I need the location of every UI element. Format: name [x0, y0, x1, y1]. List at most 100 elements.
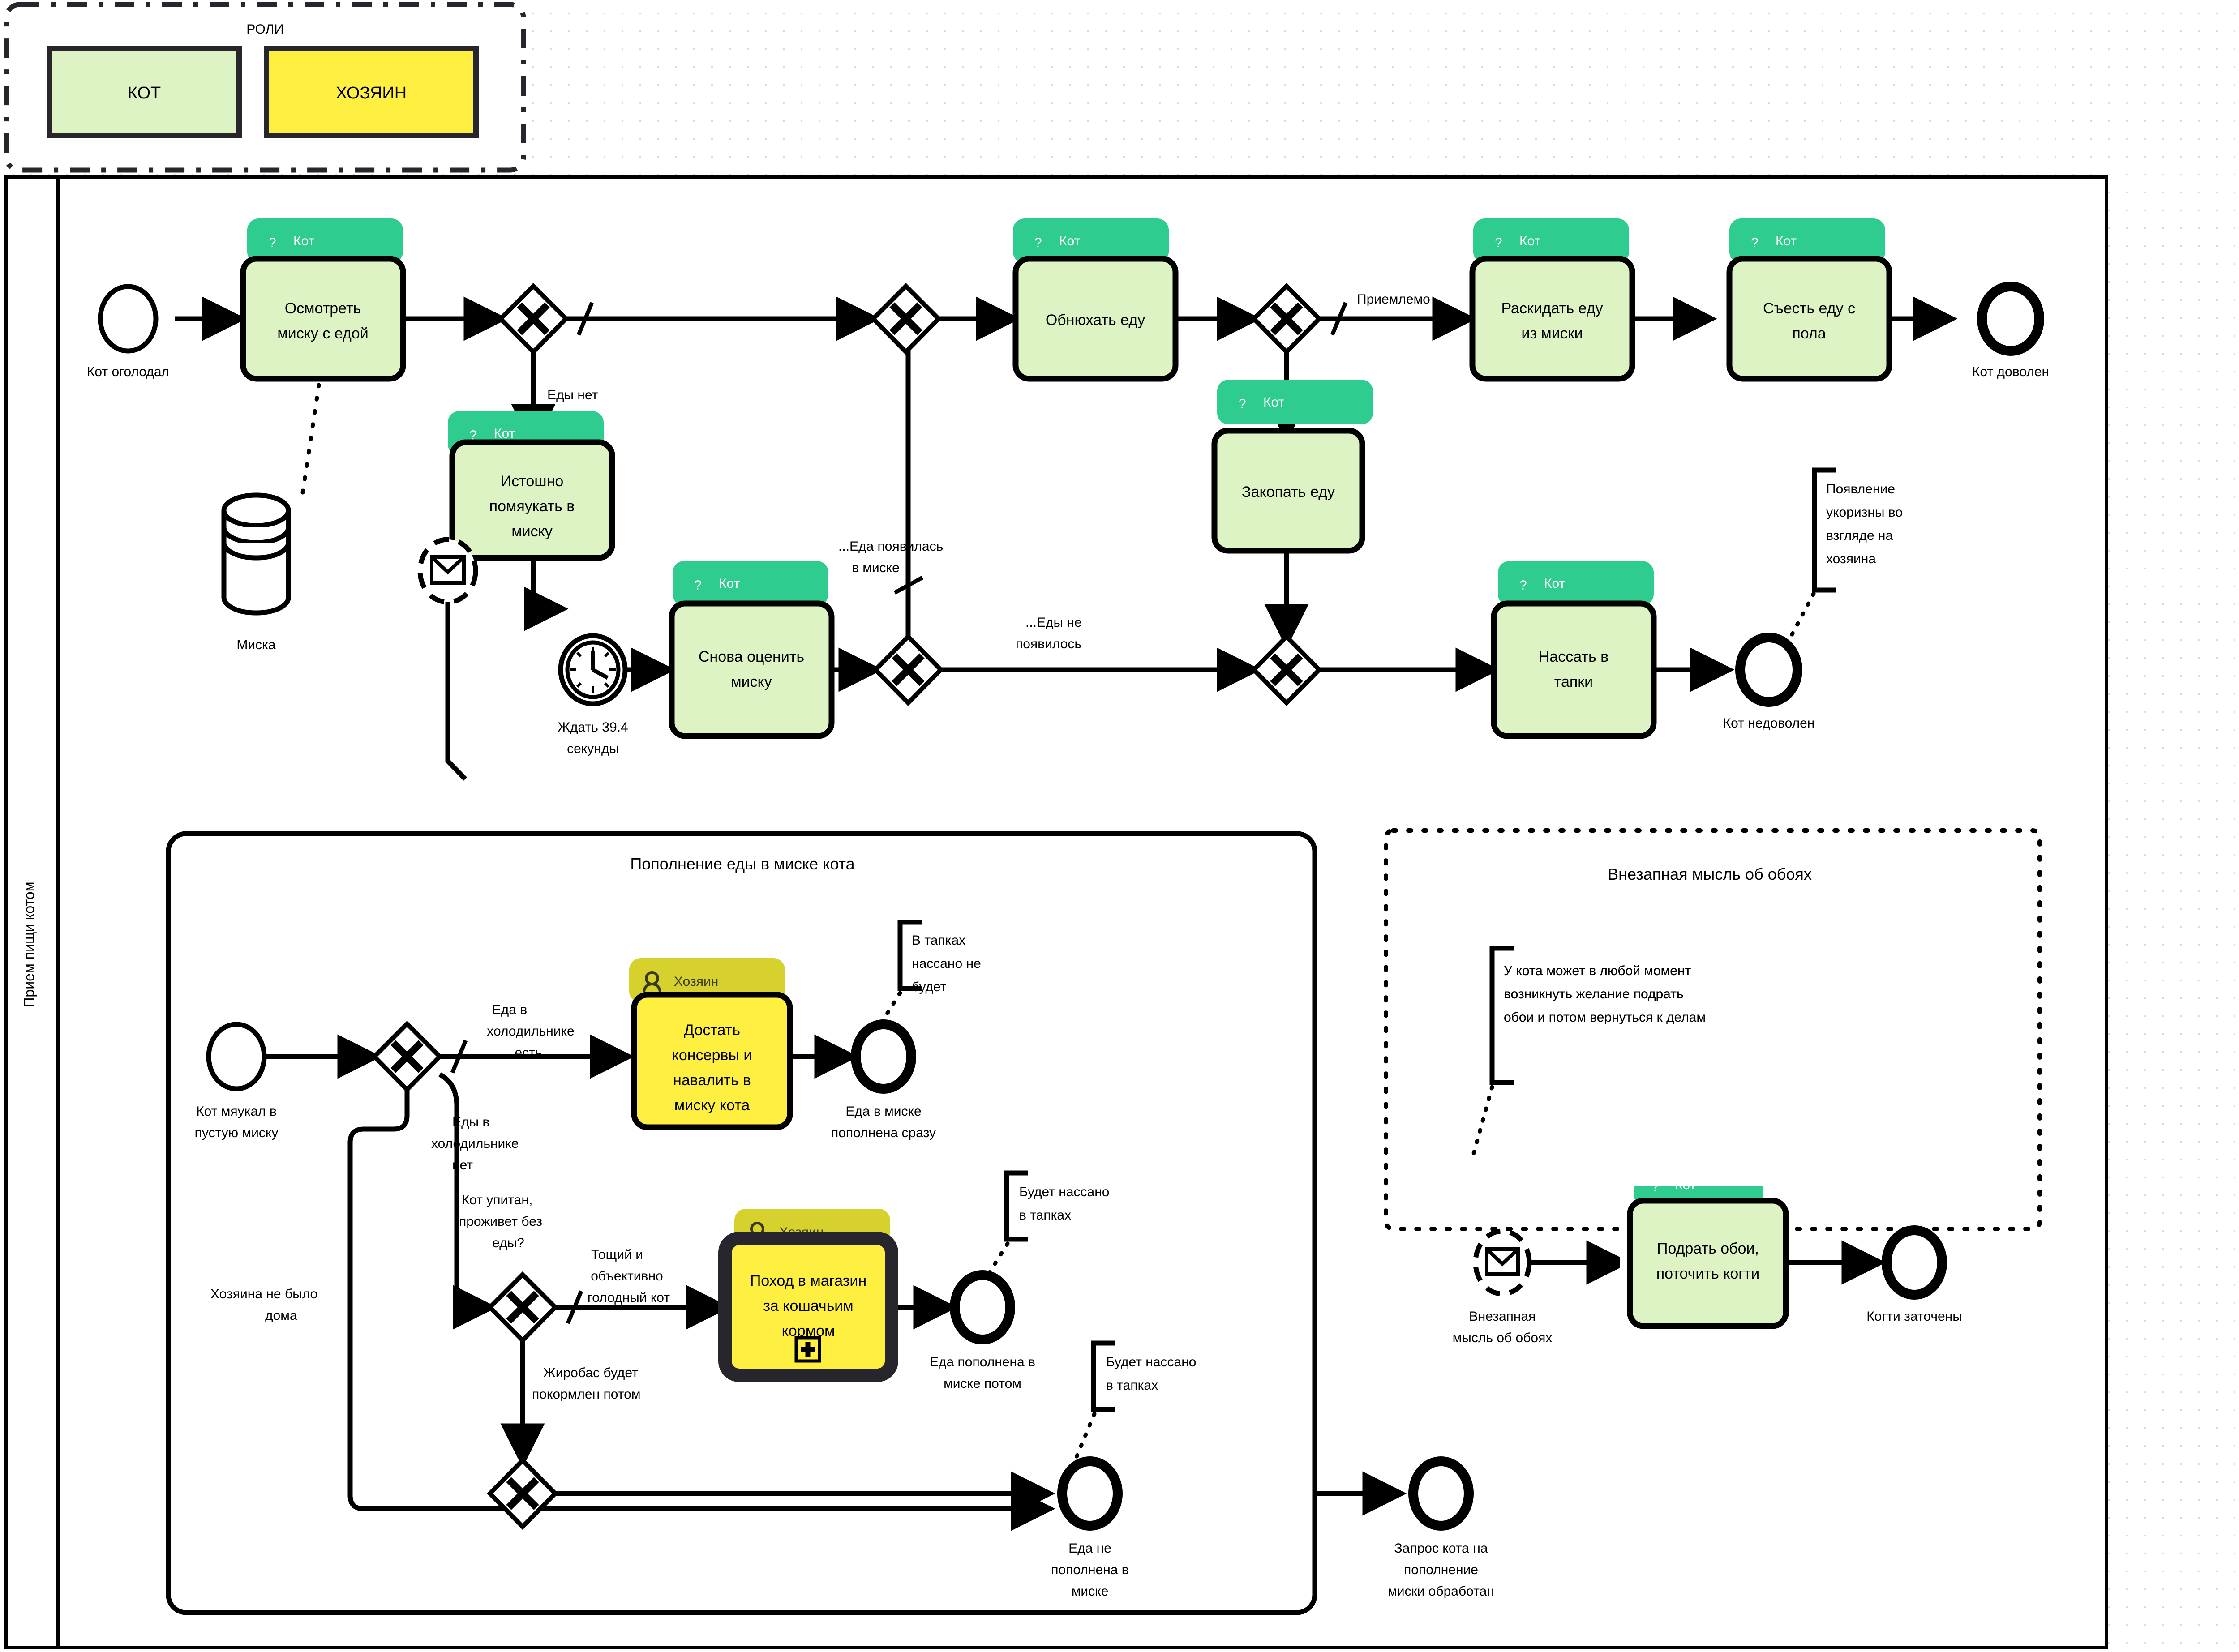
task-label-line2: помяукать в	[489, 498, 575, 515]
gateway-food-appeared[interactable]	[872, 633, 944, 706]
role-badge-owner	[629, 958, 785, 1003]
task-sniff-food[interactable]: ? Кот Обнюхать еду	[1012, 218, 1179, 382]
task-box[interactable]	[1627, 1198, 1789, 1329]
annotation-bracket	[1489, 946, 1514, 1085]
task-box[interactable]	[1211, 428, 1365, 554]
role-badge-label: Кот	[293, 234, 315, 248]
task-label-line1: Истошно	[501, 473, 564, 490]
gateway-food-present[interactable]	[497, 282, 570, 355]
wallpaper-end-event: Когти заточены	[1866, 1225, 1962, 1324]
wallpaper-start-event[interactable]: Внезапная мысль об обоях	[1453, 1228, 1553, 1345]
role-badge-icon-question: ?	[1239, 397, 1246, 411]
end-event-cat-unhappy: Кот недоволен	[1723, 633, 1814, 731]
sub-start-label-line1: Кот мяукал в	[196, 1104, 277, 1119]
task-eat-from-floor[interactable]: ? Кот Съесть еду с пола	[1726, 218, 1892, 382]
sub-end-event-refilled-now: Еда в миске пополнена сразу	[831, 1019, 936, 1140]
role-badge-icon-question: ?	[1751, 235, 1759, 250]
default-tick-sub-gw1	[450, 1040, 468, 1074]
annotation-line2: в тапках	[1106, 1378, 1158, 1393]
subprocess-task-box[interactable]	[718, 1232, 898, 1382]
flow-label-line1: ...Еды не	[1025, 615, 1082, 630]
task-box[interactable]	[1726, 256, 1892, 382]
annotation-will-pee-2: Будет нассано в тапках	[1072, 1340, 1197, 1464]
annotation-line2: в тапках	[1019, 1208, 1071, 1223]
start-event-cat-hungry: Кот оголодал	[87, 284, 169, 379]
default-tick-gw1	[576, 302, 594, 336]
task-bury-food[interactable]: ? Кот Закопать еду	[1211, 380, 1373, 554]
task-label-line1: Подрать обои,	[1657, 1240, 1759, 1257]
task-shopping-trip[interactable]: Хозяин Поход в магазин за кошачьим кормо…	[718, 1209, 898, 1382]
label-line1: Жиробас будет	[543, 1365, 638, 1380]
flow-label-line2: появилось	[1016, 637, 1081, 651]
data-store-bowl: Миска	[221, 383, 321, 652]
wallpaper-annotation-line1: У кота может в любой момент	[1504, 963, 1691, 978]
task-inspect-bowl[interactable]: ? Кот Осмотреть миску с едой	[240, 218, 406, 382]
annotation-line2: укоризны во	[1826, 505, 1903, 520]
timer-event-wait[interactable]: Ждать 39.4 секунды	[558, 633, 628, 756]
end-event-label: Кот доволен	[1972, 364, 2049, 379]
task-box[interactable]	[449, 439, 615, 561]
annotation-bracket	[897, 920, 922, 991]
label-line2: покормлен потом	[532, 1387, 640, 1402]
end-label-line2: пополнена в	[1051, 1562, 1128, 1577]
end-label-line1: Еда пополнена в	[930, 1355, 1035, 1370]
task-pee-in-slippers[interactable]: ? Кот Нассать в тапки	[1491, 561, 1657, 739]
task-reassess-bowl[interactable]: ? Кот Снова оценить миску	[669, 561, 835, 739]
gateway-taste[interactable]	[1250, 282, 1323, 355]
flow-label-line1: ...Еда появилась	[838, 539, 943, 554]
task-box[interactable]	[1012, 256, 1179, 382]
flow-meow-to-timer	[524, 557, 569, 631]
role-badge-cat	[1473, 218, 1629, 263]
role-badge-cat	[247, 218, 403, 263]
role-label-owner: ХОЗЯИН	[336, 84, 407, 103]
task-label-line2: из миски	[1521, 325, 1583, 342]
label-line1: Хозяина не было	[210, 1287, 317, 1301]
task-box[interactable]	[631, 992, 793, 1130]
wallpaper-annotation-line2: возникнуть желание подрать	[1504, 987, 1684, 1001]
flow-label-no-food: Еды нет	[547, 388, 598, 402]
task-box[interactable]	[240, 256, 406, 382]
gateway-merge-pee[interactable]	[1250, 633, 1323, 706]
label-line1: Еды в	[452, 1115, 489, 1130]
gateway-merge-not-refilled[interactable]	[486, 1457, 559, 1530]
task-label: Обнюхать еду	[1046, 312, 1145, 329]
task-label-line1: Поход в магазин	[750, 1272, 866, 1289]
annotation-bracket	[1004, 1170, 1028, 1242]
flow-owner-absent-path	[347, 1090, 1055, 1531]
task-label-line3: навалить в	[673, 1072, 751, 1089]
boundary-message-event[interactable]	[417, 537, 478, 605]
task-box[interactable]	[669, 600, 835, 739]
role-badge-icon-question: ?	[694, 578, 702, 593]
task-box[interactable]	[1469, 256, 1635, 382]
gateway-merge-top[interactable]	[870, 282, 942, 355]
flow-label-acceptable: Приемлемо	[1357, 292, 1430, 307]
task-label-line2: миску с едой	[277, 325, 368, 342]
flow-label-cat-fat-question: Кот упитан, проживет без еды?	[459, 1193, 542, 1250]
task-scatter-food[interactable]: ? Кот Раскидать еду из миски	[1469, 218, 1635, 382]
gateway-cat-fat[interactable]	[486, 1271, 559, 1344]
label-line3: голодный кот	[588, 1290, 670, 1305]
task-box[interactable]	[1491, 600, 1657, 739]
task-meow-into-bowl[interactable]: ? Кот Истошно помяукать в миску	[448, 411, 615, 561]
task-get-cans[interactable]: Хозяин Достать консервы и навалить в мис…	[629, 958, 793, 1130]
flow-label-fatty-later: Жиробас будет покормлен потом	[532, 1365, 640, 1402]
label-line1: Еда в	[492, 1002, 527, 1017]
label-line2: холодильнике	[431, 1136, 519, 1151]
plus-icon	[794, 1336, 821, 1363]
sub-start-event-meowed: Кот мяукал в пустую миску	[195, 1022, 279, 1140]
role-swatch-cat	[47, 46, 242, 138]
role-label-cat: КОТ	[128, 84, 161, 103]
task-label-line2: консервы и	[672, 1047, 752, 1064]
role-badge-label: Кот	[1519, 234, 1541, 248]
label-line3: еды?	[492, 1236, 524, 1250]
annotation-no-pee: В тапках нассано не будет	[878, 920, 981, 1027]
role-badge-icon-question: ?	[1495, 235, 1502, 250]
task-scratch-wallpaper-main[interactable]: ? Кот Подрать обои, поточить когти	[1627, 1164, 1789, 1329]
label-line2: холодильнике	[487, 1024, 574, 1039]
end-label-line2: пополнение	[1404, 1562, 1478, 1577]
task-label-line2: миску	[731, 673, 772, 690]
sub-start-label-line2: пустую миску	[195, 1126, 279, 1140]
annotation-association	[1471, 1085, 1494, 1157]
task-label-line2: пола	[1792, 325, 1826, 342]
gateway-fridge-has-food[interactable]	[371, 1020, 443, 1093]
